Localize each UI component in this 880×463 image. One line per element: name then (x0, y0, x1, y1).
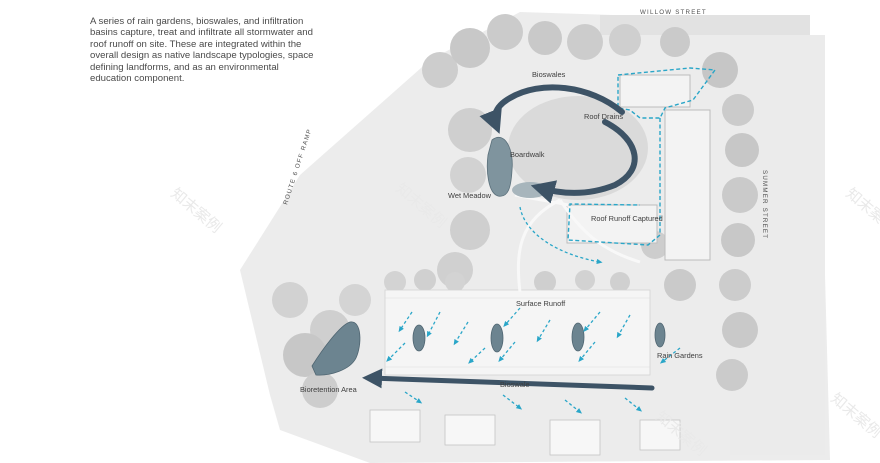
rain-garden-1 (412, 324, 426, 352)
wet-meadow-pond (486, 137, 513, 197)
label-roof-drains: Roof Drains (584, 112, 623, 121)
willow-street-road (600, 15, 810, 35)
svg-text:知末案例: 知末案例 (827, 389, 880, 441)
summer-street-label: SUMMER STREET (761, 170, 768, 239)
house-4 (639, 419, 681, 451)
buildings (369, 74, 711, 456)
rain-gardens (412, 322, 666, 353)
building-south (566, 204, 658, 244)
bioretention-pond (311, 321, 361, 376)
tree-canopy (272, 14, 759, 408)
label-bioretention-area: Bioretention Area (300, 385, 358, 394)
rain-garden-2 (490, 323, 504, 353)
building-east (664, 109, 711, 261)
description-text: A series of rain gardens, bioswales, and… (90, 16, 314, 85)
bioswales-arrow (479, 84, 625, 134)
label-rain-gardens: Rain Gardens (657, 351, 703, 360)
roof-drain-boundaries (567, 67, 717, 246)
main-flow-arrows (362, 84, 655, 391)
loop-arrow (530, 119, 638, 204)
building-north (619, 74, 691, 108)
rain-garden-4 (654, 322, 666, 348)
label-surface-runoff: Surface Runoff (516, 299, 566, 308)
label-bioswales: Bioswales (532, 70, 566, 79)
willow-street-label: WILLOW STREET (640, 9, 707, 16)
label-roof-runoff-captured: Roof Runoff Captured (591, 214, 663, 223)
house-2 (444, 414, 496, 446)
svg-text:知末案例: 知末案例 (842, 184, 880, 236)
rain-garden-3 (571, 322, 585, 352)
bioswale-arrow (362, 368, 655, 391)
label-boardwalk: Boardwalk (510, 150, 545, 159)
house-1 (369, 409, 421, 443)
surface-flow-arrows (386, 206, 681, 414)
svg-text:知末案例: 知末案例 (167, 184, 225, 236)
house-3 (549, 419, 601, 456)
label-wet-meadow: Wet Meadow (448, 191, 492, 200)
central-lawn (508, 96, 648, 200)
label-bioswale: Bioswale (500, 380, 530, 389)
